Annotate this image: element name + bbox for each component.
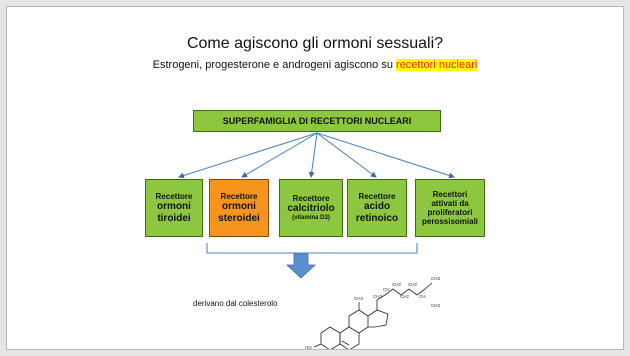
- slide: Come agiscono gli ormoni sessuali? Estro…: [6, 6, 624, 350]
- slide-title: Come agiscono gli ormoni sessuali?: [186, 35, 444, 52]
- receptor-label: (vitamina D3): [292, 214, 330, 221]
- receptor-label: Recettori: [432, 189, 468, 199]
- chem-label: CH3: [431, 276, 440, 281]
- receptor-label: acido: [363, 201, 391, 213]
- chem-label: CH3: [354, 296, 363, 301]
- chem-label: HO: [305, 345, 312, 350]
- chem-label: CH2: [392, 282, 401, 287]
- receptor-box-calcitriol: Recettore calcitriolo (vitamina D3): [279, 179, 343, 237]
- highlighted-term: recettori nucleari: [396, 59, 478, 71]
- chem-label: CH2: [400, 294, 409, 299]
- receptor-box-thyroid: Recettore ormoni tiroidei: [145, 179, 203, 237]
- receptor-label: Recettore: [292, 194, 330, 204]
- receptor-label: proliferatori: [427, 208, 473, 217]
- chem-label: CH: [383, 287, 390, 292]
- down-arrow: [285, 253, 317, 279]
- arrow-to-steroid: [241, 132, 318, 178]
- receptor-label: ormoni: [157, 201, 191, 213]
- slide-subtitle: Estrogeni, progesterone e androgeni agis…: [7, 59, 623, 71]
- receptor-label: perossisomiali: [421, 217, 479, 227]
- chem-label: CH3: [431, 303, 440, 308]
- receptor-label: steroidei: [218, 212, 260, 224]
- arrow-to-thyroid: [178, 132, 318, 179]
- receptor-label: attivati da: [431, 198, 469, 208]
- receptor-box-steroid: Recettore ormoni steroidei: [209, 179, 269, 237]
- chem-label: CH3: [373, 294, 382, 299]
- derivation-label: derivano dal colesterolo: [193, 299, 278, 308]
- receptor-label: calcitriolo: [287, 203, 335, 215]
- arrow-to-peroxisome: [316, 132, 455, 179]
- receptor-box-retinoic: Recettore acido retinoico: [347, 179, 407, 237]
- connector-lines: [178, 132, 455, 279]
- bracket-line: [206, 243, 418, 254]
- chem-label: CH: [419, 294, 426, 299]
- cholesterol-structure: CH3 CH3 CH CH2 CH2 CH2 CH CH3 CH3 HO: [305, 276, 440, 350]
- receptor-box-peroxisome: Recettori attivati da proliferatori pero…: [415, 179, 485, 237]
- chem-label: CH2: [408, 282, 417, 287]
- arrow-to-calcitriol: [308, 132, 318, 178]
- receptor-label: Recettore: [358, 191, 396, 201]
- receptor-label: ormoni: [222, 201, 256, 213]
- receptor-label: tiroidei: [157, 212, 191, 224]
- subtitle-text: Estrogeni, progesterone e androgeni agis…: [152, 59, 397, 71]
- arrow-to-retinoic: [316, 132, 377, 178]
- receptor-label: Recettore: [155, 191, 193, 201]
- receptor-label: Recettore: [220, 191, 258, 201]
- receptor-label: retinoico: [355, 212, 399, 224]
- superfamily-box: SUPERFAMIGLIA DI RECETTORI NUCLEARI: [193, 110, 441, 132]
